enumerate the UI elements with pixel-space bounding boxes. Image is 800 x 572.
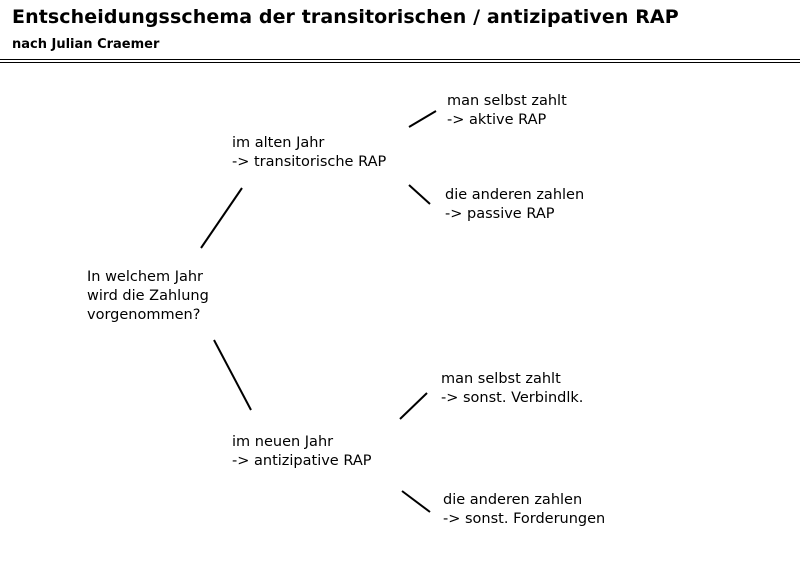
leaf-new-self-pays-line-1: man selbst zahlt xyxy=(441,371,561,387)
leaf-new-others-pay-line-1: die anderen zahlen xyxy=(443,492,583,508)
node-old-year: im alten Jahr -> transitorische RAP xyxy=(232,134,386,172)
root-question-line-3: vorgenommen? xyxy=(87,307,201,323)
leaf-old-others-pay-line-2: -> passive RAP xyxy=(445,206,555,222)
connector-root-to-new-year xyxy=(213,339,252,411)
leaf-old-self-pays: man selbst zahlt -> aktive RAP xyxy=(447,92,567,130)
page-subtitle: nach Julian Craemer xyxy=(12,37,160,52)
connector-old-year-to-others-pay xyxy=(408,184,431,205)
leaf-old-self-pays-line-2: -> aktive RAP xyxy=(447,112,547,128)
leaf-old-others-pay: die anderen zahlen -> passive RAP xyxy=(445,186,584,224)
connector-root-to-old-year xyxy=(200,187,243,249)
connector-new-year-to-self-pays xyxy=(399,392,428,420)
leaf-new-self-pays: man selbst zahlt -> sonst. Verbindlk. xyxy=(441,370,583,408)
node-new-year: im neuen Jahr -> antizipative RAP xyxy=(232,433,372,471)
leaf-new-self-pays-line-2: -> sonst. Verbindlk. xyxy=(441,390,584,406)
leaf-new-others-pay: die anderen zahlen -> sonst. Forderungen xyxy=(443,491,605,529)
header-divider-bottom xyxy=(0,62,800,63)
page-title: Entscheidungsschema der transitorischen … xyxy=(12,6,679,28)
leaf-old-others-pay-line-1: die anderen zahlen xyxy=(445,187,585,203)
node-new-year-line-1: im neuen Jahr xyxy=(232,434,334,450)
node-new-year-line-2: -> antizipative RAP xyxy=(232,453,372,469)
connector-old-year-to-self-pays xyxy=(408,110,437,128)
connector-new-year-to-others-pay xyxy=(401,490,431,513)
header-divider-top xyxy=(0,59,800,60)
node-old-year-line-2: -> transitorische RAP xyxy=(232,154,387,170)
root-question-line-2: wird die Zahlung xyxy=(87,288,209,304)
node-old-year-line-1: im alten Jahr xyxy=(232,135,325,151)
root-question-line-1: In welchem Jahr xyxy=(87,269,204,285)
leaf-old-self-pays-line-1: man selbst zahlt xyxy=(447,93,567,109)
leaf-new-others-pay-line-2: -> sonst. Forderungen xyxy=(443,511,606,527)
root-question: In welchem Jahr wird die Zahlung vorgeno… xyxy=(87,268,209,325)
